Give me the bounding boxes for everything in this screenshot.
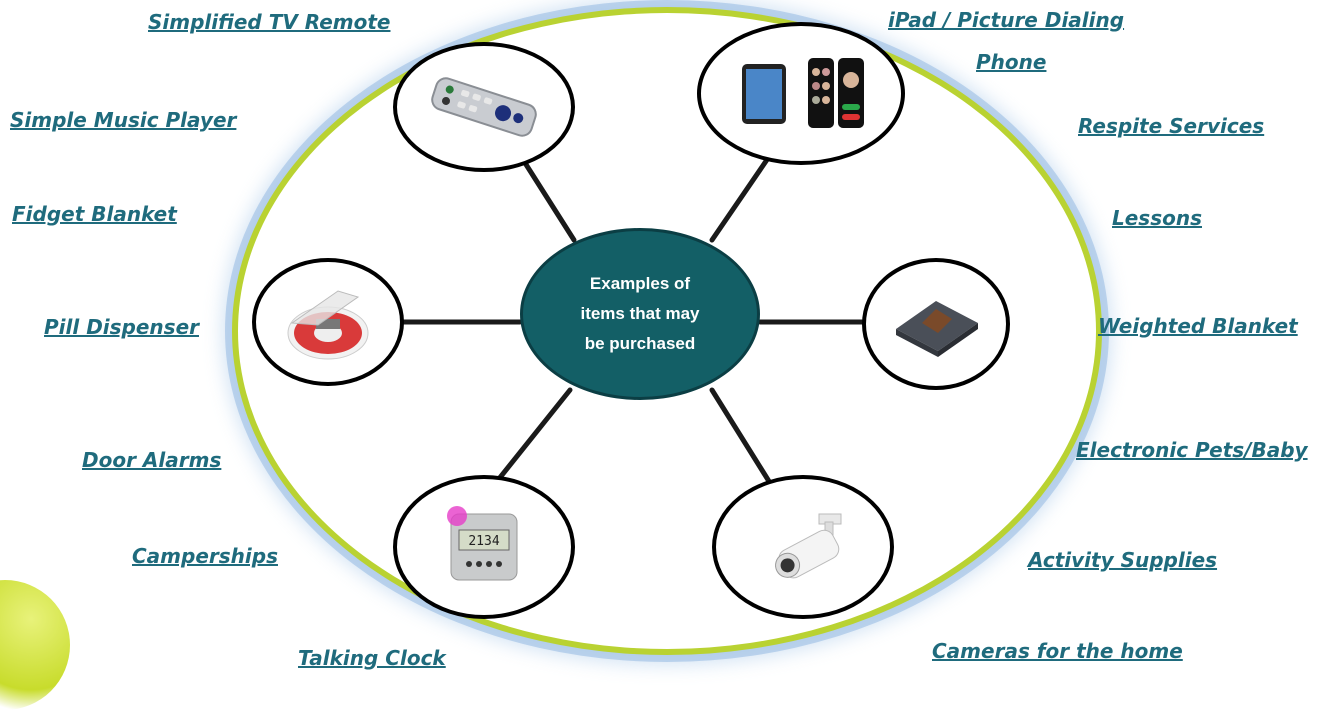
link-music-player[interactable]: Simple Music Player [10,108,237,132]
center-text: Examples of items that may be purchased [560,269,720,359]
link-camperships[interactable]: Camperships [132,544,278,568]
link-electronic-pets[interactable]: Electronic Pets/Baby [1076,438,1308,462]
link-fidget-blanket[interactable]: Fidget Blanket [12,202,177,226]
link-weighted-blanket[interactable]: Weighted Blanket [1098,314,1298,338]
center-line-2: items that may [580,304,700,323]
link-activity-supplies[interactable]: Activity Supplies [1028,548,1218,572]
security-camera-icon [775,513,842,579]
node-pill-dispenser [252,258,404,386]
link-phone[interactable]: Phone [976,50,1047,74]
svg-text:2134: 2134 [468,534,499,549]
spoke-top-right [709,145,778,243]
node-ipad-phone [697,22,905,165]
node-camera [712,475,894,619]
link-cameras[interactable]: Cameras for the home [932,639,1183,663]
node-tv-remote [393,42,575,172]
pill-dispenser-icon [287,290,369,360]
blanket-icon [896,301,978,357]
link-respite[interactable]: Respite Services [1078,114,1265,138]
link-talking-clock[interactable]: Talking Clock [298,646,446,670]
spoke-top-left [517,152,577,243]
link-door-alarms[interactable]: Door Alarms [82,448,222,472]
center-hub: Examples of items that may be purchased [520,228,760,400]
center-line-3: be purchased [584,334,696,353]
link-ipad[interactable]: iPad / Picture Dialing [888,8,1125,32]
tablet-phone-icon [742,57,864,128]
link-pill-dispenser[interactable]: Pill Dispenser [44,315,199,339]
node-weighted-blanket [862,258,1010,390]
link-tv-remote[interactable]: Simplified TV Remote [148,10,391,34]
link-lessons[interactable]: Lessons [1112,206,1202,230]
center-line-1: Examples of [589,274,691,293]
clock-icon: 2134 [447,506,518,581]
node-talking-clock: 2134 [393,475,575,619]
tv-remote-icon [431,77,537,137]
